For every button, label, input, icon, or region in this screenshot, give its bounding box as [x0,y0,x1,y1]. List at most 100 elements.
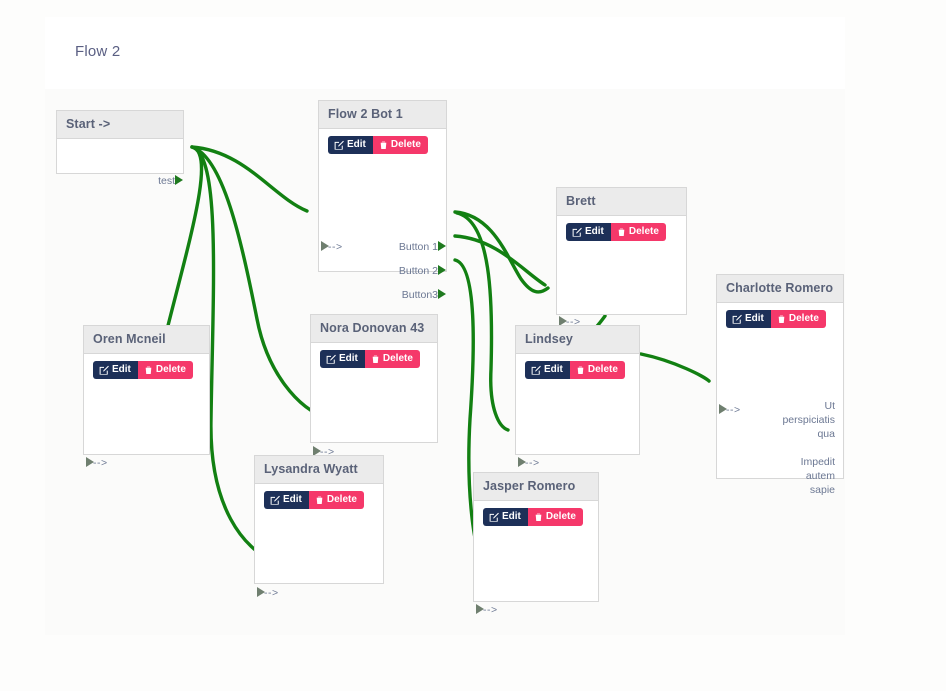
delete-button[interactable]: Delete [308,491,364,509]
node-output-port[interactable]: Button 2 [398,265,446,277]
pencil-square-icon [732,314,742,324]
edit-button[interactable]: Edit [93,361,138,379]
trash-icon [777,314,786,324]
edit-button[interactable]: Edit [320,350,365,368]
node-action-row: Edit Delete [717,303,843,328]
flow-edge [453,210,550,294]
trash-icon [315,495,324,505]
input-port-arrow-icon [86,457,94,467]
output-port-label: Button 2 [398,265,438,277]
delete-button-label: Delete [382,353,413,364]
delete-button-label: Delete [390,139,421,150]
delete-button[interactable]: Delete [569,361,625,379]
node-body: test [57,139,183,187]
delete-button[interactable]: Delete [610,223,666,241]
input-port-label: --> [726,404,741,416]
edit-button-label: Edit [745,313,764,324]
node-action-row: Edit Delete [311,343,437,368]
node-action-row: Edit Delete [84,354,209,379]
input-port-arrow-icon [476,604,484,614]
node-body: Edit Delete --> [84,354,209,469]
delete-button[interactable]: Delete [527,508,583,526]
edit-button[interactable]: Edit [328,136,373,154]
flow-header-card: Flow 2 [45,17,845,89]
node-output-text-line: Ut [824,400,836,412]
output-port-label: Button3 [401,289,438,301]
output-port-arrow-icon [438,241,446,251]
edit-button[interactable]: Edit [525,361,570,379]
edit-button-label: Edit [339,353,358,364]
node-title: Lindsey [516,326,639,354]
node-action-row: Edit Delete [516,354,639,379]
edit-button-label: Edit [502,511,521,522]
input-port-label: --> [93,457,108,469]
node-output-text-line: Impedit [800,456,835,468]
node-body: Edit Delete --> [516,354,639,469]
node-action-row: Edit Delete [557,216,686,241]
node-output-text-line [782,441,835,455]
edit-button-label: Edit [585,226,604,237]
node-input-port[interactable]: --> [518,457,540,469]
node-input-port[interactable]: --> [719,404,741,416]
node-title: Lysandra Wyatt [255,456,383,484]
edit-button[interactable]: Edit [483,508,528,526]
flow-node-start[interactable]: Start -> test [56,110,184,187]
pencil-square-icon [531,365,541,375]
input-port-arrow-icon [257,587,265,597]
edit-button-label: Edit [544,364,563,375]
input-port-arrow-icon [313,446,321,456]
node-input-port[interactable]: --> [321,241,343,253]
output-port-label: test [158,175,175,187]
delete-button-label: Delete [155,364,186,375]
edit-button-label: Edit [283,494,302,505]
node-title: Jasper Romero [474,473,598,501]
node-output-text-line: autem [805,470,835,482]
trash-icon [534,512,543,522]
delete-button[interactable]: Delete [372,136,428,154]
node-output-text-line: perspiciatis [782,414,835,426]
input-port-arrow-icon [719,404,727,414]
delete-button-label: Delete [628,226,659,237]
input-port-arrow-icon [321,241,329,251]
node-action-row: Edit Delete [474,501,598,526]
node-output-port[interactable]: test [158,175,183,187]
input-port-label: --> [328,241,343,253]
node-input-port[interactable]: --> [257,587,279,599]
output-port-arrow-icon [175,175,183,185]
edit-button[interactable]: Edit [566,223,611,241]
pencil-square-icon [572,227,582,237]
node-action-row: Edit Delete [319,129,446,154]
node-input-port[interactable]: --> [86,457,108,469]
trash-icon [144,365,153,375]
delete-button[interactable]: Delete [364,350,420,368]
input-port-label: --> [264,587,279,599]
flow-edge [453,234,547,287]
edit-button-label: Edit [347,139,366,150]
node-output-port[interactable]: Button3 [401,289,446,301]
input-port-label: --> [525,457,540,469]
delete-button[interactable]: Delete [770,310,826,328]
input-port-arrow-icon [518,457,526,467]
node-title: Start -> [57,111,183,139]
edit-button[interactable]: Edit [726,310,771,328]
node-output-port[interactable]: Button 1 [399,241,446,253]
flow-edge [190,145,309,213]
node-input-port[interactable]: --> [476,604,498,616]
delete-button[interactable]: Delete [137,361,193,379]
edit-button[interactable]: Edit [264,491,309,509]
node-output-text-line: sapie [809,484,835,496]
flow-edge [639,352,711,383]
input-port-arrow-icon [559,316,567,326]
